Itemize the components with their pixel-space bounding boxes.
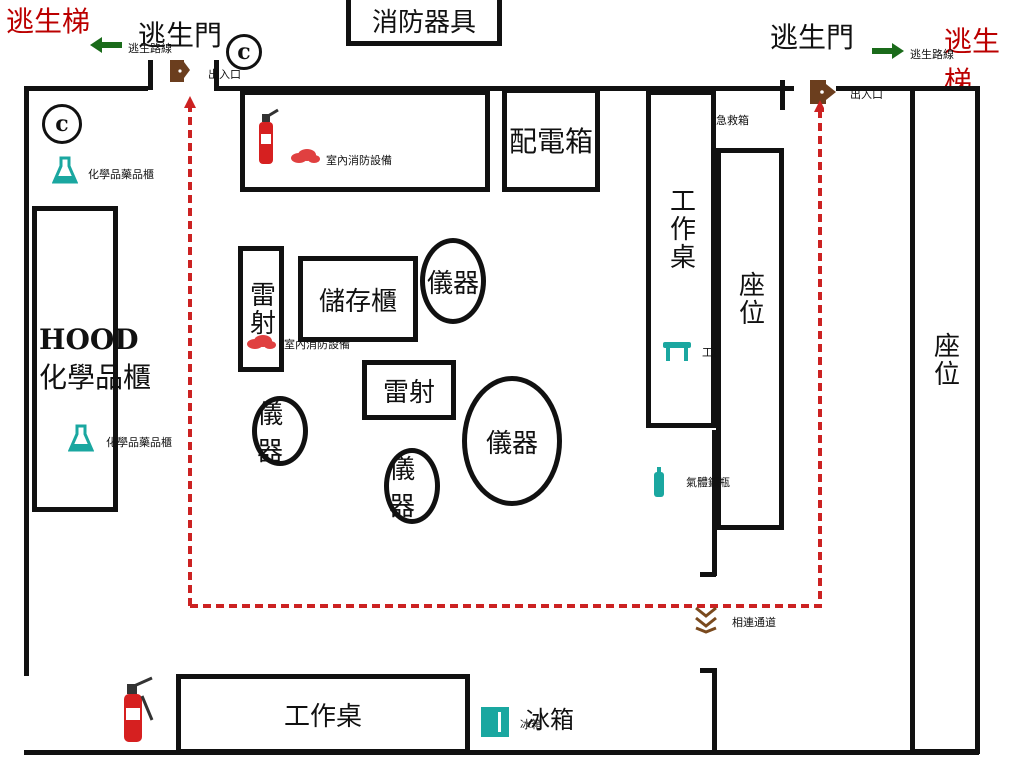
gas-cylinder-icon xyxy=(652,466,666,498)
c-icon: c xyxy=(226,34,262,70)
fridge-label: 冰箱 xyxy=(526,706,574,734)
arrow-left-icon xyxy=(90,36,124,54)
hood-label: HOOD xyxy=(39,322,139,356)
instrument-4: 儀器 xyxy=(462,376,562,506)
laser-horizontal: 雷射 xyxy=(362,360,456,420)
instrument-1: 儀器 xyxy=(420,238,486,324)
fire-extinguisher-label: 室內消防設備 xyxy=(326,154,392,167)
gas-cylinder-label: 氣體鋼瓶 xyxy=(686,476,730,489)
chemical-cabinet-label-mid: 化學品藥品櫃 xyxy=(106,436,172,449)
escape-stairs-left-label: 逃生梯 xyxy=(6,5,91,38)
wall-top-left xyxy=(24,86,148,91)
fire-extinguisher-icon[interactable] xyxy=(250,108,280,168)
seat-middle: 座位 xyxy=(716,148,784,530)
evacuation-route xyxy=(184,96,824,608)
instrument-2: 儀器 xyxy=(252,396,308,467)
hood-cabinet: HOOD 化學品櫃 xyxy=(32,206,151,512)
fire-equipment-label: 消防器具 xyxy=(371,7,476,38)
wall-left xyxy=(24,86,29,676)
wall-bottom xyxy=(24,750,976,755)
flask-icon xyxy=(68,424,94,454)
fridge-icon xyxy=(480,706,510,738)
hood-chemical-label: 化學品櫃 xyxy=(39,360,152,394)
escape-door-left-label: 逃生門 xyxy=(138,19,223,52)
evacuation-passage-label: 相連通道 xyxy=(732,616,776,629)
distribution-box: 配電箱 xyxy=(502,88,600,192)
wall-door-post-left xyxy=(148,60,153,90)
wall-lower-partition xyxy=(712,668,717,754)
first-aid-label: 急救箱 xyxy=(716,114,749,127)
escape-door-right-label: 逃生門 xyxy=(770,21,855,54)
entrance-left-label: 出入口 xyxy=(208,68,241,81)
cloud-icon xyxy=(246,334,276,350)
workbench-bottom: 工作桌 xyxy=(176,674,470,754)
flask-icon xyxy=(52,156,78,186)
passage-icon xyxy=(692,604,720,634)
c-icon: c xyxy=(42,104,82,144)
escape-route-right-label: 逃生路線 xyxy=(910,48,954,61)
laser-vertical: 雷射 xyxy=(238,246,284,372)
storage-cabinet: 儲存櫃 xyxy=(298,256,418,342)
instrument-3: 儀器 xyxy=(384,448,440,524)
distribution-box-label: 配電箱 xyxy=(508,125,593,158)
escape-route-left-label: 逃生路線 xyxy=(128,42,172,55)
fridge-small-label: 冰箱 xyxy=(520,718,542,731)
door-icon[interactable] xyxy=(168,58,192,84)
fire-extinguisher-area xyxy=(240,90,490,192)
wall-lower-partition-top xyxy=(700,668,716,673)
table-icon xyxy=(662,340,692,362)
workbench-vertical: 工作桌 xyxy=(646,90,716,428)
fire-equipment-box: 消防器具 xyxy=(346,0,502,46)
door-icon[interactable] xyxy=(808,78,838,106)
seat-right: 座位 xyxy=(910,86,980,754)
escape-stairs-right-label: 逃生梯 xyxy=(944,25,1001,98)
wall-door-post-right xyxy=(214,60,219,90)
arrow-right-icon xyxy=(872,42,906,60)
wall-partition xyxy=(712,430,717,576)
entrance-right-label: 出入口 xyxy=(850,88,883,101)
cloud-icon xyxy=(290,148,320,164)
wall-door-post-3 xyxy=(780,80,785,110)
wall-top-right xyxy=(836,86,976,91)
fire-extinguisher-icon[interactable] xyxy=(112,676,156,746)
chemical-cabinet-label-top: 化學品藥品櫃 xyxy=(88,168,154,181)
wall-partition-foot xyxy=(700,572,716,577)
